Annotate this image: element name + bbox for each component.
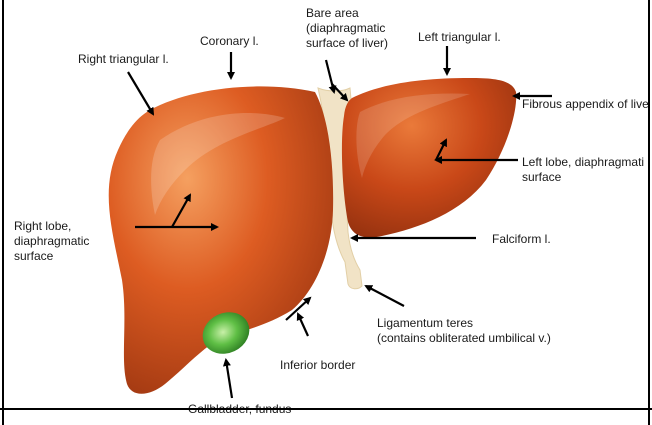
label-bare-area: Bare area (diaphragmatic surface of live… xyxy=(306,6,426,51)
label-fibrous-appendix: Fibrous appendix of live xyxy=(522,97,650,112)
arrow-bare-area-1 xyxy=(326,60,334,92)
label-left-triangular: Left triangular l. xyxy=(418,30,501,45)
arrow-gallbladder xyxy=(226,360,232,398)
label-right-lobe: Right lobe, diaphragmatic surface xyxy=(14,219,89,264)
frame-right-border xyxy=(648,0,650,425)
arrow-ligamentum-teres xyxy=(366,286,404,306)
label-ligamentum-teres: Ligamentum teres (contains obliterated u… xyxy=(377,316,551,346)
label-falciform: Falciform l. xyxy=(492,232,551,247)
arrow-inferior-border-2 xyxy=(298,314,308,336)
frame-bottom-border xyxy=(0,408,652,410)
frame-left-border xyxy=(2,0,4,425)
label-right-triangular: Right triangular l. xyxy=(78,52,169,67)
label-inferior-border: Inferior border xyxy=(280,358,355,373)
label-coronary: Coronary l. xyxy=(200,34,259,49)
arrow-right-triangular xyxy=(128,72,153,114)
label-left-lobe: Left lobe, diaphragmati surface xyxy=(522,155,650,185)
